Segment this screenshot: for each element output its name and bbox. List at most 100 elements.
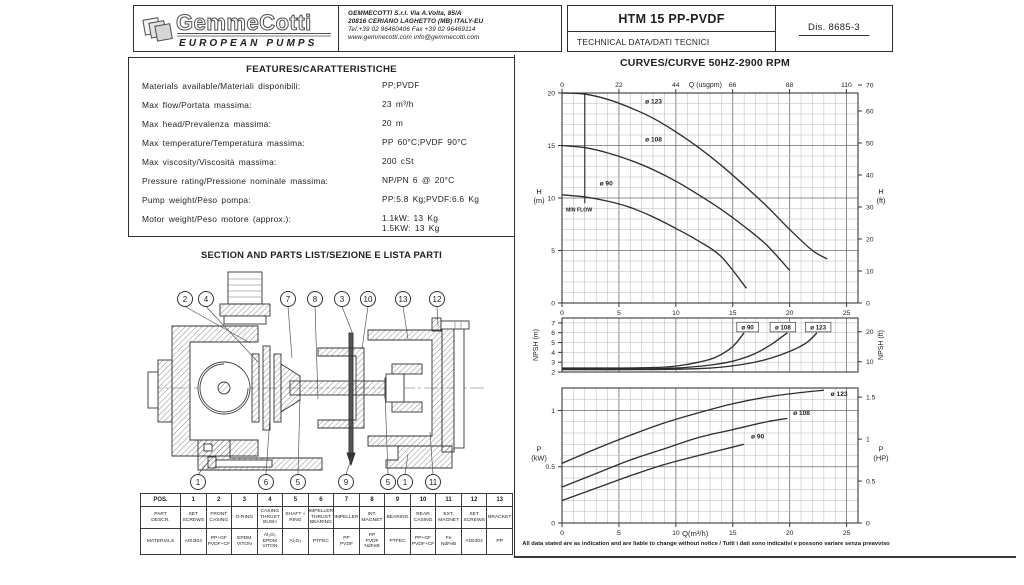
- feature-row: Materials available/Materiali disponibil…: [129, 80, 514, 100]
- feature-row: Pressure rating/Pressione nominale massi…: [129, 175, 514, 195]
- feature-label: Motor weight/Peso motore (approx.):: [142, 214, 292, 224]
- svg-text:0.5: 0.5: [866, 478, 876, 485]
- svg-text:ø 90: ø 90: [600, 180, 614, 187]
- technical-data-label: TECHNICAL DATA/DATI TECNICI: [577, 36, 710, 47]
- material-cell: EPDM VITON: [231, 528, 258, 555]
- svg-text:10: 10: [866, 268, 874, 275]
- logo-brand: GemmeCotti: [176, 10, 312, 35]
- svg-text:0: 0: [866, 300, 870, 307]
- svg-text:ø 108: ø 108: [645, 136, 662, 143]
- svg-text:1.5: 1.5: [866, 395, 876, 402]
- feature-row: Max head/Prevalenza massima: 20 m: [129, 118, 514, 138]
- logo-tagline: EUROPEAN PUMPS: [179, 38, 317, 49]
- descr-cell: SET SCREWS: [180, 506, 207, 529]
- containment-shell: [317, 347, 365, 429]
- feature-value: 23 m³/h: [382, 99, 414, 109]
- feature-value: PP:5.8 Kg;PVDF:6.6 Kg: [382, 194, 480, 204]
- feature-label: Pump weight/Peso pompa:: [142, 195, 251, 205]
- material-cell: Al₂O₃ EPDM VITON: [256, 528, 284, 555]
- svg-text:5: 5: [551, 340, 555, 347]
- callout-number: 5: [296, 478, 301, 487]
- svg-text:40: 40: [866, 172, 874, 179]
- rear-casing: [367, 323, 465, 453]
- feature-label: Pressure rating/Pressione nominale massi…: [142, 176, 329, 186]
- svg-text:10: 10: [672, 530, 680, 537]
- curve-ø-123: [561, 92, 828, 260]
- pos-cell: 12: [460, 493, 488, 507]
- material-cell: PTFEC: [307, 528, 335, 555]
- svg-text:22: 22: [615, 82, 623, 89]
- svg-text:2: 2: [551, 369, 555, 376]
- pos-cell: 6: [307, 493, 335, 507]
- callout-number: 6: [264, 478, 269, 487]
- pos-cell: 8: [358, 493, 386, 507]
- svg-text:Q(m³/h): Q(m³/h): [682, 529, 709, 538]
- svg-text:(kW): (kW): [531, 454, 547, 463]
- bracket-foot: [385, 445, 453, 469]
- curve-ø-108: [561, 144, 791, 271]
- material-cell: PP+GF PVDF+CF: [205, 528, 233, 555]
- svg-text:P: P: [537, 445, 542, 454]
- feature-value: 20 m: [382, 118, 404, 128]
- address-line: GEMMECOTTI S.r.l. Via A.Volta, 85/A: [348, 10, 462, 17]
- callout-number: 2: [183, 295, 188, 304]
- svg-text:(ft): (ft): [876, 196, 885, 205]
- svg-text:88: 88: [786, 82, 794, 89]
- svg-text:10: 10: [547, 195, 555, 202]
- feature-label: Max head/Prevalenza massima:: [142, 119, 272, 129]
- pos-cell: 11: [435, 493, 462, 507]
- descr-cell: O-RING: [231, 506, 258, 529]
- material-cell: PP: [486, 528, 513, 555]
- svg-text:60: 60: [866, 108, 874, 115]
- material-cell: Fe NdFeB: [435, 528, 462, 555]
- callout-number: 3: [340, 295, 345, 304]
- feature-value: 200 cSt: [382, 156, 414, 166]
- svg-text:6: 6: [551, 330, 555, 337]
- svg-text:ø 108: ø 108: [793, 410, 810, 417]
- svg-text:4: 4: [551, 350, 555, 357]
- pos-cell: 13: [486, 493, 513, 507]
- material-cell: PP PVDF NdFeB: [358, 528, 386, 555]
- features-title: FEATURES/CARATTERISTICHE: [246, 64, 397, 75]
- curve-ø-90: [561, 332, 745, 369]
- svg-text:25: 25: [843, 530, 851, 537]
- svg-text:20: 20: [866, 236, 874, 243]
- svg-text:ø 123: ø 123: [831, 391, 848, 398]
- svg-text:(HP): (HP): [873, 454, 888, 463]
- descr-cell: IMPELLER: [333, 506, 360, 529]
- svg-text:10: 10: [866, 359, 874, 366]
- feature-row: Max viscosity/Viscosità massima: 200 cSt: [129, 156, 514, 176]
- curves-title: CURVES/CURVE 50HZ-2900 RPM: [620, 57, 790, 69]
- svg-text:MIN FLOW: MIN FLOW: [566, 208, 592, 214]
- svg-text:66: 66: [729, 82, 737, 89]
- callout-number: 5: [386, 478, 391, 487]
- svg-text:0: 0: [560, 530, 564, 537]
- material-cell: PTFEC: [384, 528, 411, 555]
- svg-text:5: 5: [617, 310, 621, 317]
- page-bottom-rule: [515, 556, 1016, 558]
- svg-text:0: 0: [551, 520, 555, 527]
- descr-cell: BRACKET: [486, 506, 513, 529]
- callout-number: 9: [344, 478, 349, 487]
- feature-row: Max flow/Portata massima:23 m³/h: [129, 99, 514, 119]
- svg-text:ø 90: ø 90: [751, 434, 765, 441]
- disclaimer-text: All data stated are as indication and ar…: [522, 541, 890, 547]
- svg-text:7: 7: [551, 320, 555, 327]
- logo-graphic: GemmeCotti EUROPEAN PUMPS: [142, 10, 331, 49]
- svg-text:110: 110: [841, 82, 852, 89]
- curve-ø-108: [561, 417, 788, 488]
- svg-text:20: 20: [786, 530, 794, 537]
- svg-text:P: P: [879, 445, 884, 454]
- svg-text:0: 0: [551, 300, 555, 307]
- feature-row: Max temperature/Temperatura massima:PP 6…: [129, 137, 514, 157]
- svg-text:15: 15: [547, 143, 555, 150]
- discharge-port: [219, 271, 271, 325]
- address-line: Tel.+39 02 96460406 Fax +39 02 96469114: [348, 26, 476, 34]
- feature-label: Max viscosity/Viscosità massima:: [142, 157, 277, 167]
- drawing-number: Dis. 8685-3: [799, 22, 869, 36]
- svg-text:0.5: 0.5: [546, 464, 556, 471]
